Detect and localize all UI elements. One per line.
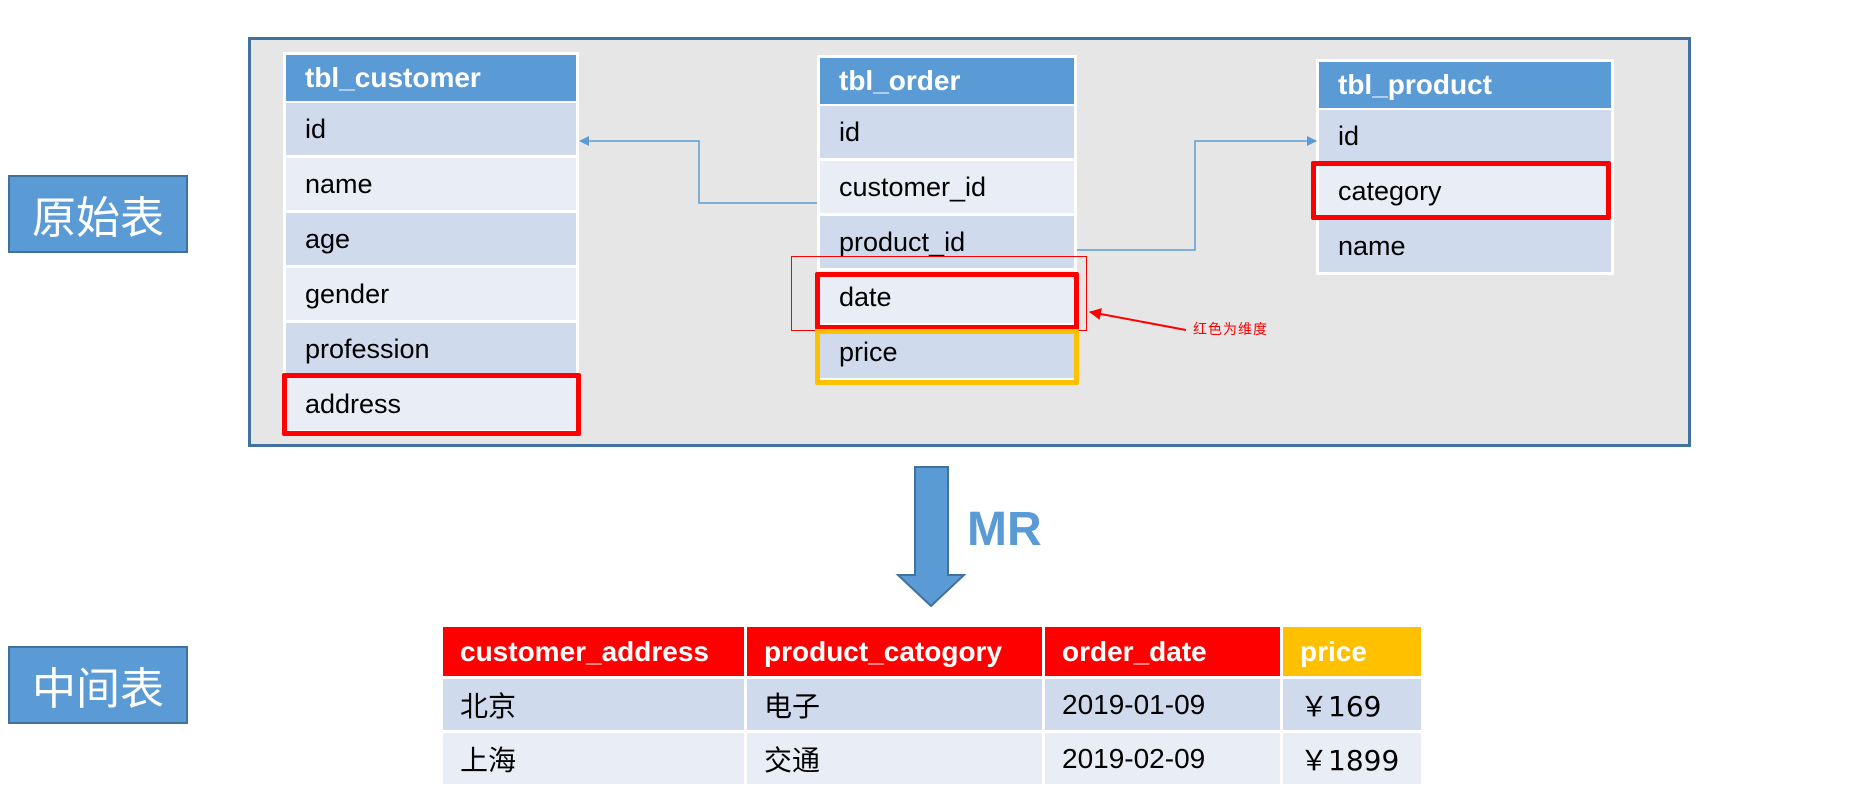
column-header: product_catogory — [744, 624, 1045, 679]
mr-label: MR — [967, 503, 1042, 556]
table-product: tbl_product id category name — [1316, 59, 1614, 275]
table-cell: 2019-02-09 — [1042, 730, 1283, 787]
field-row: product_id — [817, 216, 1077, 271]
column-header: order_date — [1042, 624, 1283, 679]
table-row: 上海 交通 2019-02-09 ￥1899 — [440, 730, 1424, 787]
field-row: id — [283, 103, 579, 158]
column-header: customer_address — [440, 624, 747, 679]
field-row: name — [1316, 220, 1614, 275]
table-cell: 上海 — [440, 730, 747, 787]
table-customer: tbl_customer id name age gender professi… — [283, 52, 579, 433]
column-header-price: price — [1280, 624, 1424, 679]
field-row: gender — [283, 268, 579, 323]
table-cell: 交通 — [744, 730, 1045, 787]
table-row: 北京 电子 2019-01-09 ￥169 — [440, 676, 1424, 733]
fk-connector-product — [1077, 136, 1317, 251]
table-cell: ￥169 — [1280, 676, 1424, 733]
fk-connector-customer — [579, 136, 817, 204]
field-row: name — [283, 158, 579, 213]
field-row: price — [817, 326, 1077, 381]
dimension-annotation: 红色为维度 — [1193, 322, 1268, 338]
field-row: customer_id — [817, 161, 1077, 216]
annotation-arrow — [1089, 308, 1187, 331]
field-row: age — [283, 213, 579, 268]
label-original-tables: 原始表 — [8, 175, 188, 253]
field-row: category — [1316, 165, 1614, 220]
table-order: tbl_order id customer_id product_id date… — [817, 55, 1077, 381]
table-header-row: customer_address product_catogory order_… — [440, 624, 1424, 679]
table-customer-title: tbl_customer — [283, 52, 579, 103]
table-cell: 电子 — [744, 676, 1045, 733]
field-row: date — [817, 271, 1077, 326]
label-intermediate-table: 中间表 — [8, 646, 188, 724]
field-row: address — [283, 378, 579, 433]
intermediate-table: customer_address product_catogory order_… — [440, 624, 1424, 787]
mr-down-arrow-icon — [895, 466, 967, 608]
table-cell: 北京 — [440, 676, 747, 733]
table-order-title: tbl_order — [817, 55, 1077, 106]
field-row: id — [817, 106, 1077, 161]
table-cell: ￥1899 — [1280, 730, 1424, 787]
table-cell: 2019-01-09 — [1042, 676, 1283, 733]
table-product-title: tbl_product — [1316, 59, 1614, 110]
